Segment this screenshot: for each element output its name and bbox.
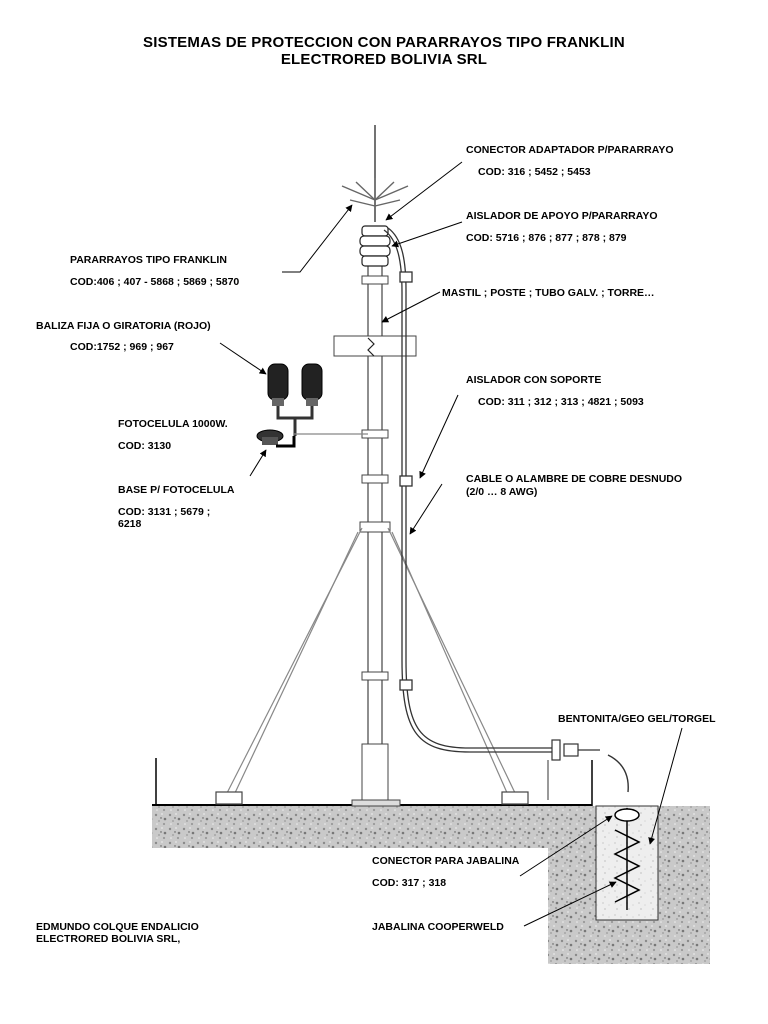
author-company: ELECTRORED BOLIVIA SRL, xyxy=(36,933,181,945)
title-line-2: ELECTRORED BOLIVIA SRL xyxy=(280,51,488,68)
copper-down-conductor xyxy=(383,227,556,753)
label-cable: CABLE O ALAMBRE DE COBRE DESNUDO xyxy=(466,473,683,485)
code-conector-jabalina: COD: 317 ; 318 xyxy=(372,877,447,889)
label-cable-gauge: (2/0 … 8 AWG) xyxy=(466,486,538,498)
label-aislador-soporte: AISLADOR CON SOPORTE xyxy=(466,374,602,386)
label-conector-adaptador: CONECTOR ADAPTADOR P/PARARRAYO xyxy=(466,144,674,156)
label-fotocelula: FOTOCELULA 1000W. xyxy=(118,418,228,430)
label-baliza: BALIZA FIJA O GIRATORIA (ROJO) xyxy=(36,320,211,332)
code-fotocelula: COD: 3130 xyxy=(118,440,172,452)
code-base-fotocelula-2: 6218 xyxy=(118,518,142,530)
label-conector-jabalina: CONECTOR PARA JABALINA xyxy=(372,855,520,867)
label-mastil: MASTIL ; POSTE ; TUBO GALV. ; TORRE… xyxy=(442,287,655,299)
franklin-lightning-rod xyxy=(341,178,409,207)
label-aislador-apoyo: AISLADOR DE APOYO P/PARARRAYO xyxy=(466,210,658,222)
label-jabalina: JABALINA COOPERWELD xyxy=(372,921,504,933)
code-conector-adaptador: COD: 316 ; 5452 ; 5453 xyxy=(478,166,591,178)
ground-rod xyxy=(613,808,641,910)
guy-wires xyxy=(215,527,529,805)
ground-connection xyxy=(547,739,629,800)
code-base-fotocelula: COD: 3131 ; 5679 ; xyxy=(118,506,211,518)
title-line-1: SISTEMAS DE PROTECCION CON PARARRAYOS TI… xyxy=(143,34,625,51)
label-bentonita: BENTONITA/GEO GEL/TORGEL xyxy=(558,713,716,725)
mast-pole xyxy=(333,125,417,807)
label-pararrayos: PARARRAYOS TIPO FRANKLIN xyxy=(70,254,227,266)
author-name: EDMUNDO COLQUE ENDALICIO xyxy=(36,921,199,933)
code-baliza: COD:1752 ; 969 ; 967 xyxy=(70,341,174,353)
leader-lines xyxy=(219,161,683,927)
support-insulator xyxy=(359,225,391,267)
photocell xyxy=(256,429,368,448)
code-aislador-apoyo: COD: 5716 ; 876 ; 877 ; 878 ; 879 xyxy=(466,232,627,244)
label-base-fotocelula: BASE P/ FOTOCELULA xyxy=(118,484,235,496)
beacon-light xyxy=(267,363,323,436)
code-aislador-soporte: COD: 311 ; 312 ; 313 ; 4821 ; 5093 xyxy=(478,396,644,408)
code-pararrayos: COD:406 ; 407 - 5868 ; 5869 ; 5870 xyxy=(70,276,240,288)
